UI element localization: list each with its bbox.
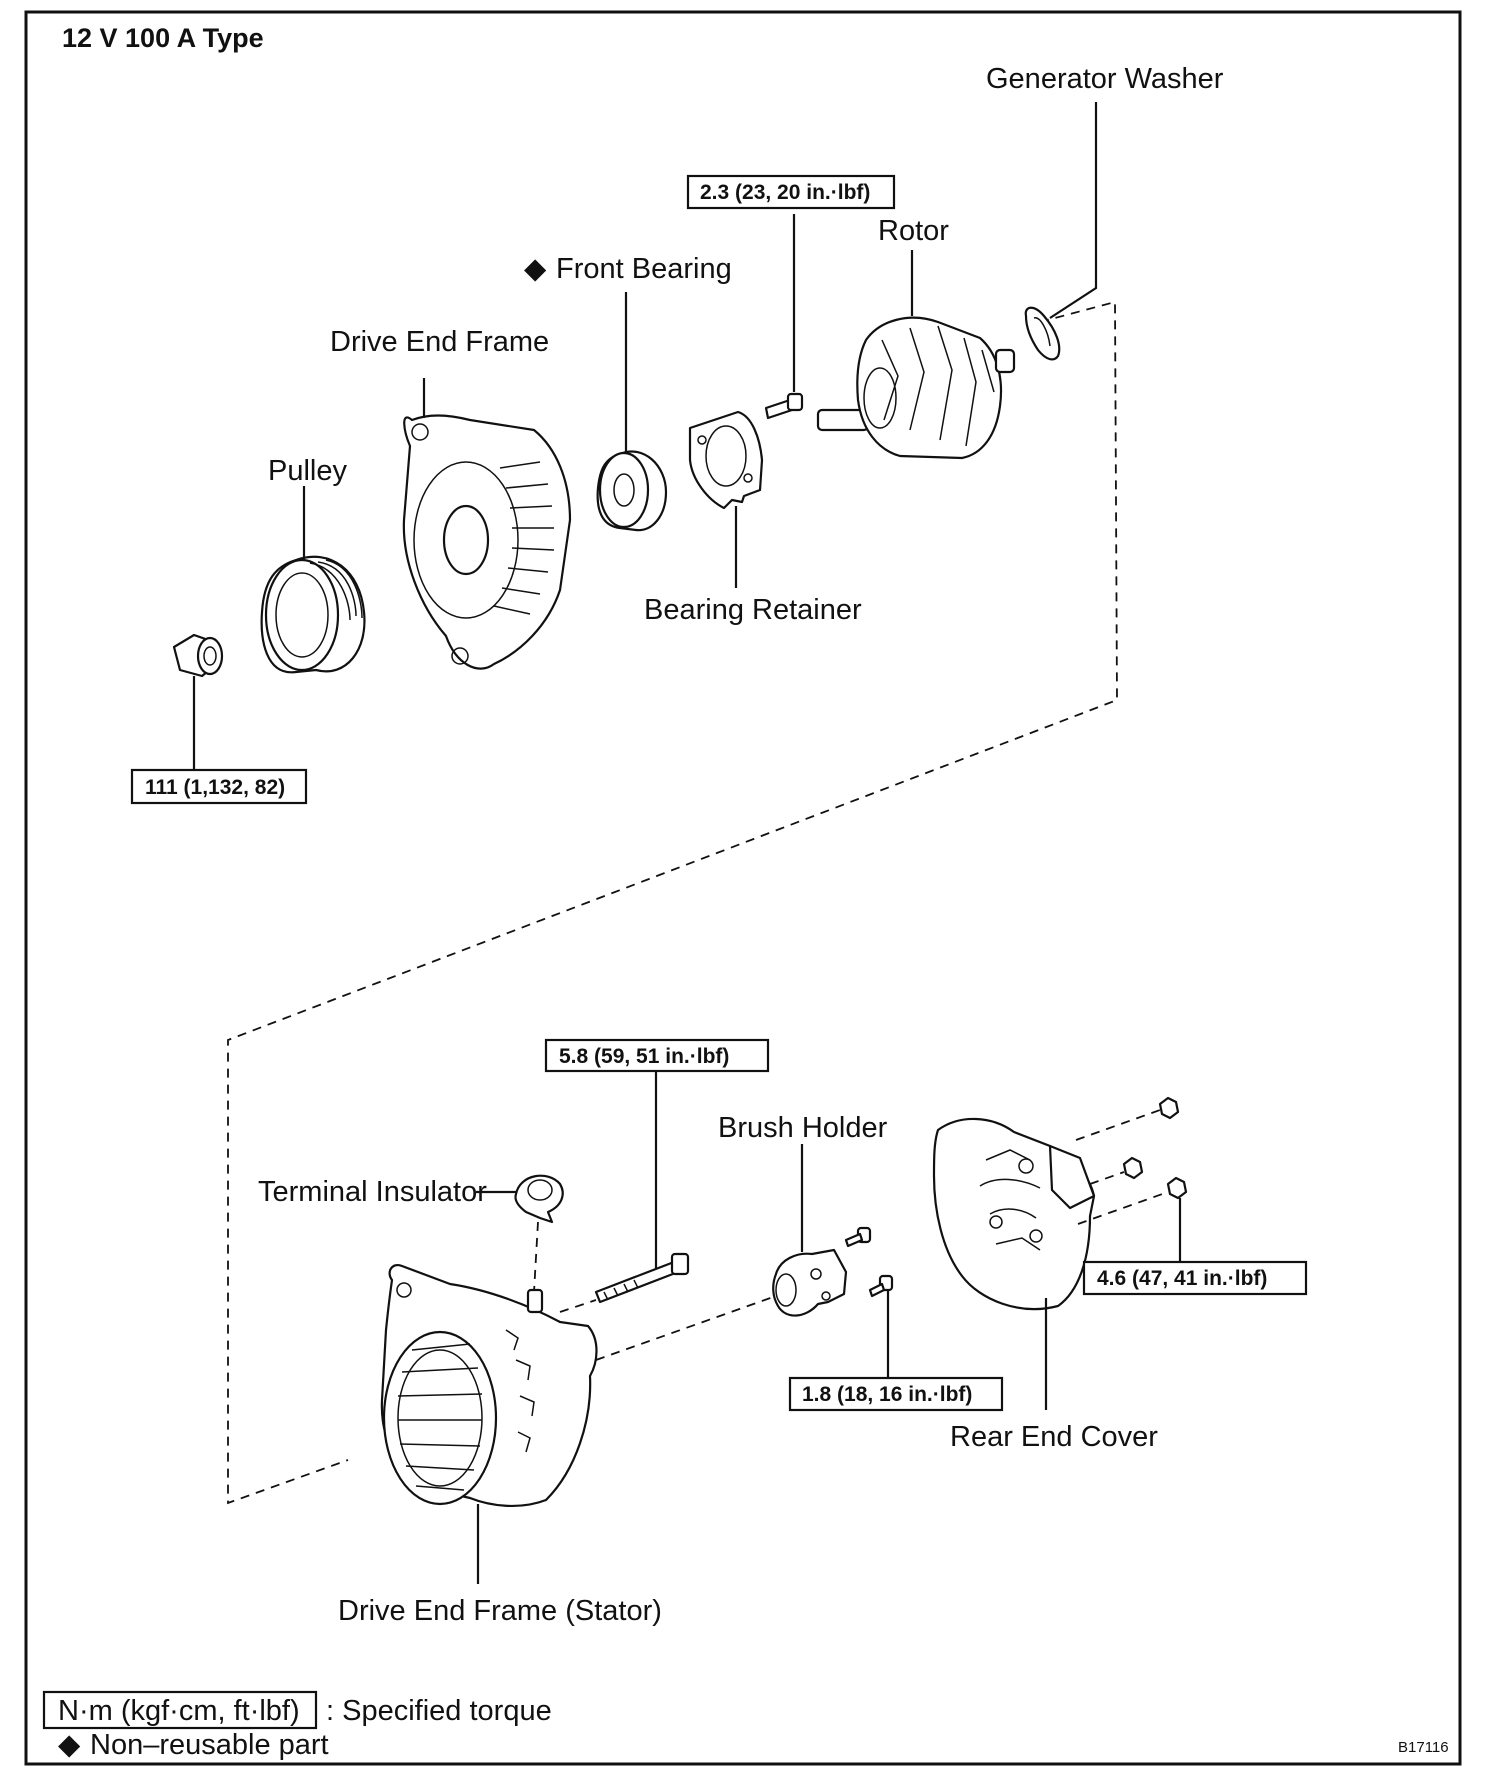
- label-front-bearing: Front Bearing: [556, 253, 732, 285]
- figure-code: B17116: [1398, 1739, 1449, 1756]
- non-reusable-marker-front-bearing: ◆: [524, 253, 547, 285]
- label-terminal-insulator: Terminal Insulator: [258, 1176, 487, 1208]
- bearing-retainer-part: [688, 410, 764, 510]
- label-pulley: Pulley: [268, 455, 347, 487]
- label-rotor: Rotor: [878, 215, 949, 247]
- diagram-frame: [24, 10, 1462, 1766]
- drive-end-frame-part: [402, 414, 572, 670]
- brush-holder-screw-part: [844, 1226, 894, 1298]
- torque-pulley-nut: 111 (1,132, 82): [145, 776, 285, 799]
- assembly-dashed-outline: [227, 300, 1118, 1505]
- label-rear-end-cover: Rear End Cover: [950, 1421, 1158, 1453]
- torque-box-brush-holder-screw: [788, 1376, 1004, 1412]
- torque-through-bolt: 5.8 (59, 51 in.·lbf): [559, 1045, 729, 1068]
- legend-unit-text: N·m (kgf·cm, ft·lbf): [58, 1695, 300, 1727]
- pulley-part: [260, 555, 366, 674]
- torque-rear-cover-nut: 4.6 (47, 41 in.·lbf): [1097, 1267, 1267, 1290]
- label-brush-holder: Brush Holder: [718, 1112, 888, 1144]
- torque-brush-holder-screw: 1.8 (18, 16 in.·lbf): [802, 1383, 972, 1406]
- brush-holder-part: [772, 1248, 848, 1317]
- terminal-insulator-part: [514, 1174, 564, 1224]
- torque-box-through-bolt: [544, 1038, 770, 1073]
- torque-box-retainer-screw: [686, 174, 896, 210]
- label-drive-end-frame-stator: Drive End Frame (Stator): [338, 1595, 662, 1627]
- stator-part: [380, 1264, 598, 1508]
- torque-box-pulley-nut: [130, 768, 308, 805]
- front-bearing-part: [596, 450, 668, 532]
- generator-washer-part: [1024, 306, 1061, 361]
- pulley-nut-part: [172, 633, 224, 678]
- through-bolt-part: [594, 1252, 690, 1304]
- label-drive-end-frame: Drive End Frame: [330, 326, 549, 358]
- legend-unit-box: [42, 1690, 318, 1730]
- rear-cover-nut-part: [1122, 1096, 1188, 1200]
- label-generator-washer: Generator Washer: [986, 63, 1224, 95]
- retainer-screw-part: [764, 392, 804, 420]
- rotor-part: [816, 316, 1016, 460]
- torque-box-rear-cover-nut: [1082, 1260, 1308, 1296]
- label-bearing-retainer: Bearing Retainer: [644, 594, 862, 626]
- diagram-title: 12 V 100 A Type: [62, 23, 264, 53]
- torque-retainer-screw: 2.3 (23, 20 in.·lbf): [700, 181, 870, 204]
- rear-end-cover-part: [932, 1117, 1096, 1311]
- legend-unit-description: : Specified torque: [326, 1695, 552, 1727]
- legend-non-reusable-text: Non–reusable part: [90, 1729, 329, 1761]
- legend-non-reusable-marker: ◆: [58, 1729, 81, 1761]
